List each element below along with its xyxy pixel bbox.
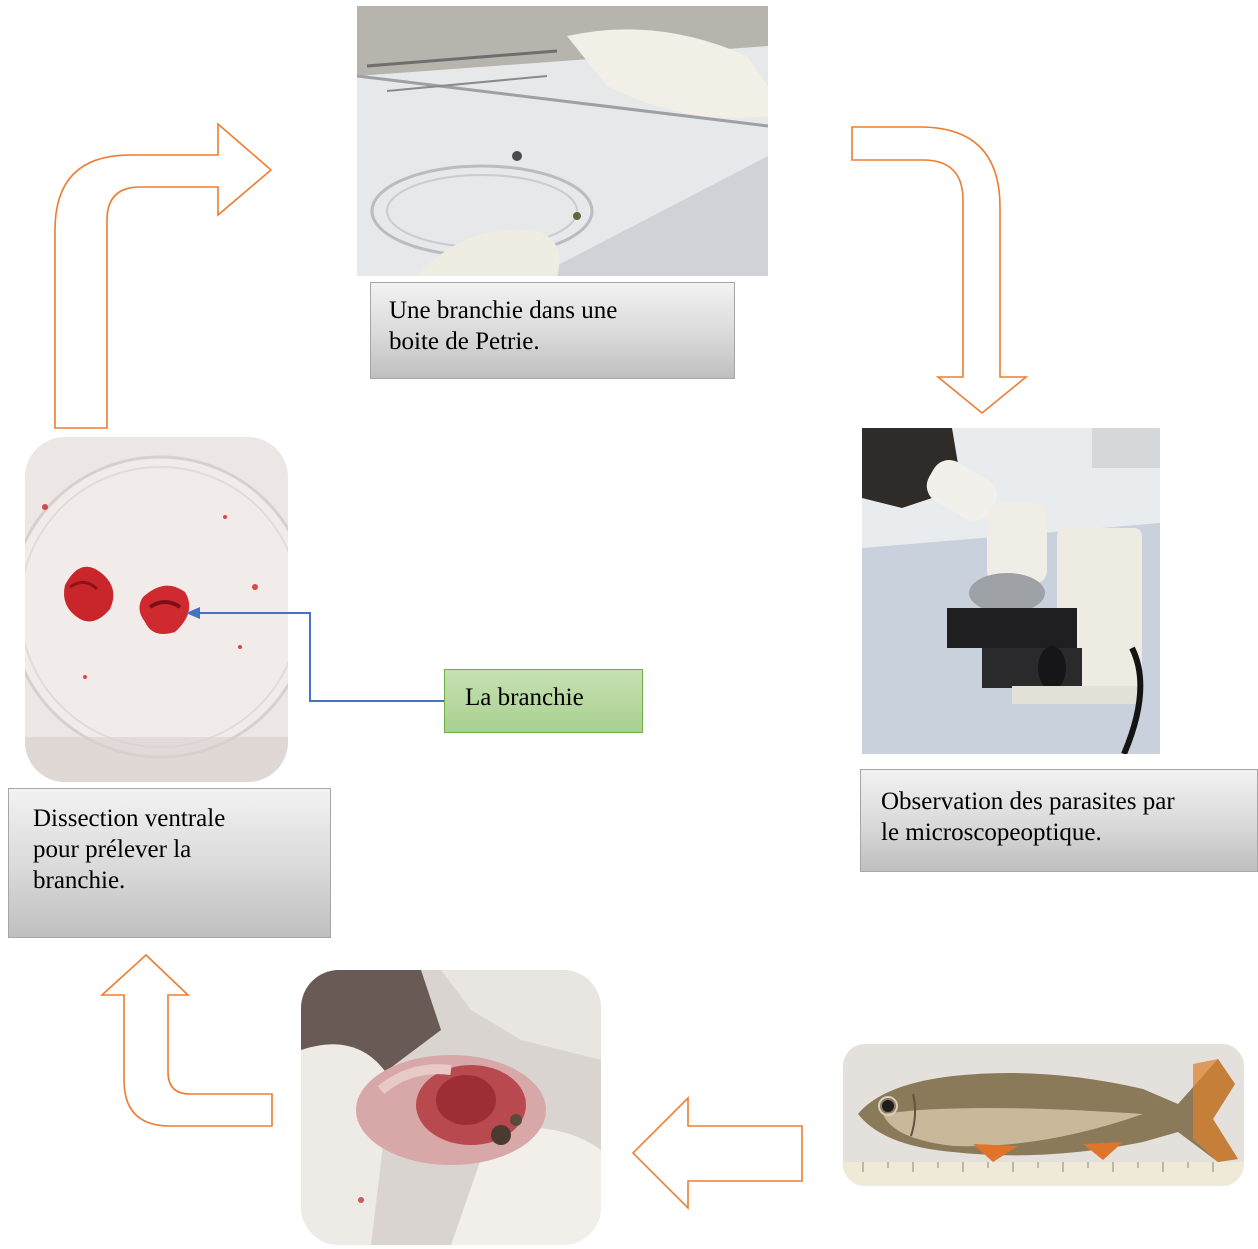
arrow-up-right	[55, 124, 271, 428]
gill-label-text: La branchie	[465, 684, 584, 711]
arrow-left-fish	[633, 1098, 802, 1208]
dissection-caption: Dissection ventrale pour prélever la bra…	[8, 788, 331, 938]
microscope-photo	[862, 428, 1160, 754]
arrow-left-up	[102, 955, 272, 1126]
arrow-right-down	[852, 127, 1026, 413]
dissected-fish-photo	[301, 970, 601, 1245]
petri-dish-caption: Une branchie dans une boite de Petrie.	[370, 282, 735, 379]
petri-dish-photo	[357, 6, 768, 276]
gills-petri-photo	[25, 437, 288, 782]
gill-label: La branchie	[444, 669, 643, 733]
microscope-caption: Observation des parasites par le microsc…	[860, 769, 1258, 872]
whole-fish-photo	[843, 1044, 1244, 1186]
